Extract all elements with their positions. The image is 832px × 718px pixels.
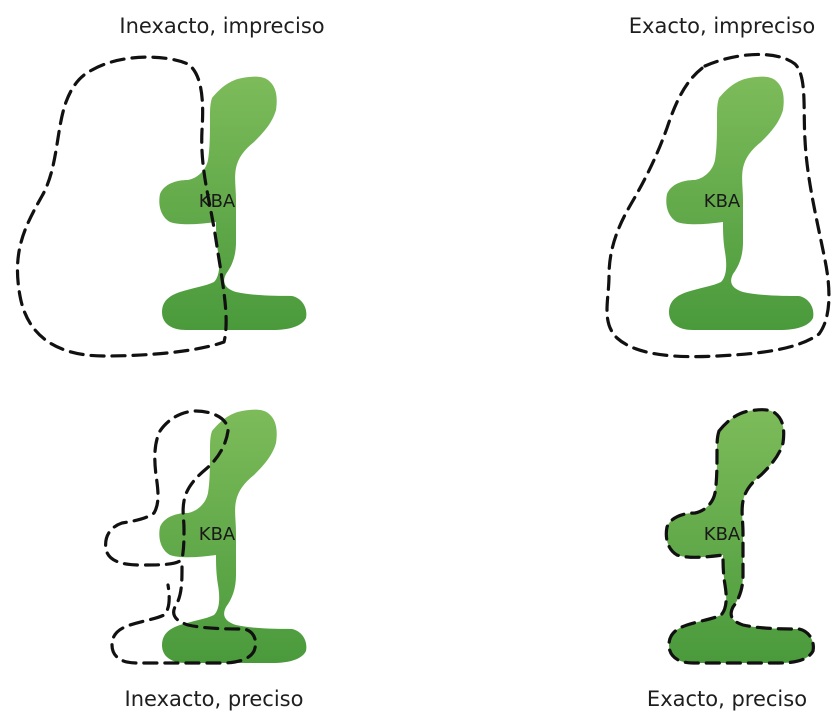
panel-inexact-precise: Inexacto, preciso KBA — [104, 409, 307, 711]
kba-label: KBA — [199, 524, 236, 545]
panel-exact-imprecise: Exacto, impreciso KBA — [605, 14, 831, 359]
panel-inexact-imprecise: Inexacto, impreciso KBA — [15, 14, 325, 358]
estimate-outline — [104, 409, 258, 665]
kba-label: KBA — [704, 191, 741, 212]
caption-inexact-precise: Inexacto, preciso — [125, 687, 304, 711]
estimate-outline — [15, 55, 228, 358]
caption-inexact-imprecise: Inexacto, impreciso — [119, 14, 324, 38]
kba-label: KBA — [704, 524, 741, 545]
estimate-outline — [605, 52, 831, 359]
panel-exact-precise: Exacto, preciso KBA — [647, 408, 815, 711]
caption-exact-precise: Exacto, preciso — [647, 687, 807, 711]
caption-exact-imprecise: Exacto, impreciso — [629, 14, 815, 38]
kba-label: KBA — [199, 191, 236, 212]
